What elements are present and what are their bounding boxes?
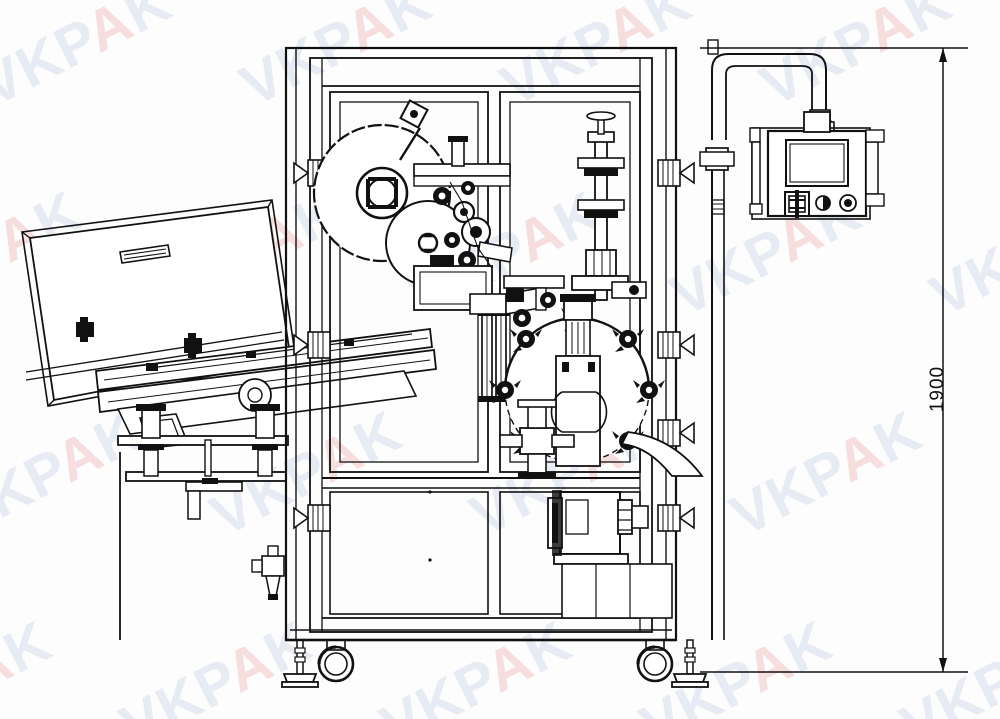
casters bbox=[317, 638, 674, 683]
label-path-line bbox=[449, 181, 493, 269]
hopper-label-plate bbox=[119, 244, 171, 264]
stand-centre-bracket bbox=[185, 478, 243, 520]
centering-press-head bbox=[571, 111, 629, 301]
stand-leg-right bbox=[250, 404, 280, 477]
carousel-index-drive bbox=[499, 399, 575, 479]
start-pushbutton[interactable] bbox=[839, 194, 857, 212]
drive-motor-gearbox bbox=[547, 490, 673, 619]
conveyor-support-stand bbox=[117, 404, 289, 640]
dimension-overall-height bbox=[700, 47, 968, 673]
outfeed-chute bbox=[620, 431, 704, 477]
top-transfer-bridge bbox=[503, 275, 647, 327]
infeed-conveyor bbox=[95, 327, 437, 449]
inclined-infeed-hopper bbox=[21, 199, 297, 407]
peel-plate bbox=[477, 241, 513, 263]
hmi-control-panel[interactable] bbox=[749, 111, 885, 220]
air-nozzle-valve bbox=[251, 545, 285, 600]
emergency-stop-button[interactable] bbox=[784, 190, 810, 218]
dimension-label-1900: 1900 bbox=[927, 365, 948, 413]
indicator-lamp[interactable] bbox=[815, 195, 831, 211]
label-dispensing-head bbox=[413, 136, 541, 315]
conveyor-drive-roller bbox=[238, 378, 272, 412]
rotary-carousel-turret bbox=[489, 294, 704, 479]
hopper-clamp-right bbox=[184, 333, 202, 358]
hmi-touchscreen bbox=[785, 139, 849, 187]
conveyor-guide-rail bbox=[146, 333, 413, 371]
stand-leg-left bbox=[136, 404, 166, 477]
reel-tension-arm bbox=[398, 99, 429, 161]
hopper-clamp-left bbox=[76, 317, 94, 342]
